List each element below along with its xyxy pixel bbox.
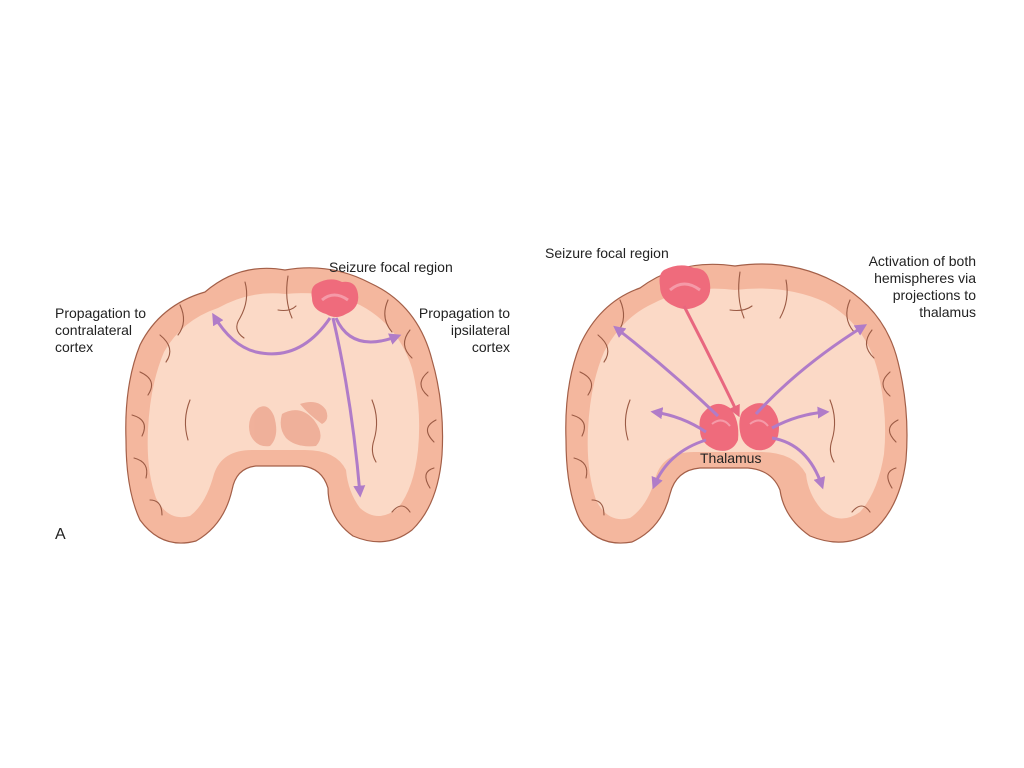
arrow-ipsilateral-a bbox=[334, 317, 402, 345]
arrow-thalamus-mid-right-b bbox=[771, 406, 830, 430]
seizure-focus-label-a: Seizure focal region bbox=[329, 259, 453, 275]
arrow-descending-a bbox=[331, 317, 366, 498]
brain-b bbox=[565, 263, 908, 544]
seizure-focus-a bbox=[311, 279, 359, 317]
arrow-thalamus-upper-right-b bbox=[754, 324, 868, 416]
seizure-focus-b bbox=[659, 265, 711, 309]
arrow-thalamus-lower-right-b bbox=[771, 436, 826, 490]
brain-a bbox=[125, 267, 444, 544]
arrow-thalamus-mid-left-b bbox=[650, 407, 707, 434]
arrow-thalamus-upper-left-b bbox=[613, 325, 720, 418]
seizure-focus-label-b: Seizure focal region bbox=[545, 245, 669, 261]
panel-letter-a: A bbox=[55, 526, 66, 543]
white-matter-b bbox=[587, 288, 886, 520]
thalamus-b bbox=[699, 403, 779, 451]
white-matter-a bbox=[147, 293, 420, 518]
contralateral-label: Propagation to contralateral cortex bbox=[55, 305, 147, 355]
arrow-focus-to-thalamus-b bbox=[682, 305, 740, 418]
deep-nuclei-a bbox=[249, 402, 328, 447]
ipsilateral-label: Propagation to ipsilateral cortex bbox=[418, 305, 510, 355]
arrow-thalamus-lower-left-b bbox=[651, 438, 707, 490]
arrow-contralateral-a bbox=[212, 312, 332, 356]
activation-label: Activation of both hemispheres via proje… bbox=[868, 253, 976, 320]
sulci-a bbox=[131, 275, 437, 516]
sulci-b bbox=[571, 271, 899, 516]
thalamus-label: Thalamus bbox=[700, 450, 762, 466]
